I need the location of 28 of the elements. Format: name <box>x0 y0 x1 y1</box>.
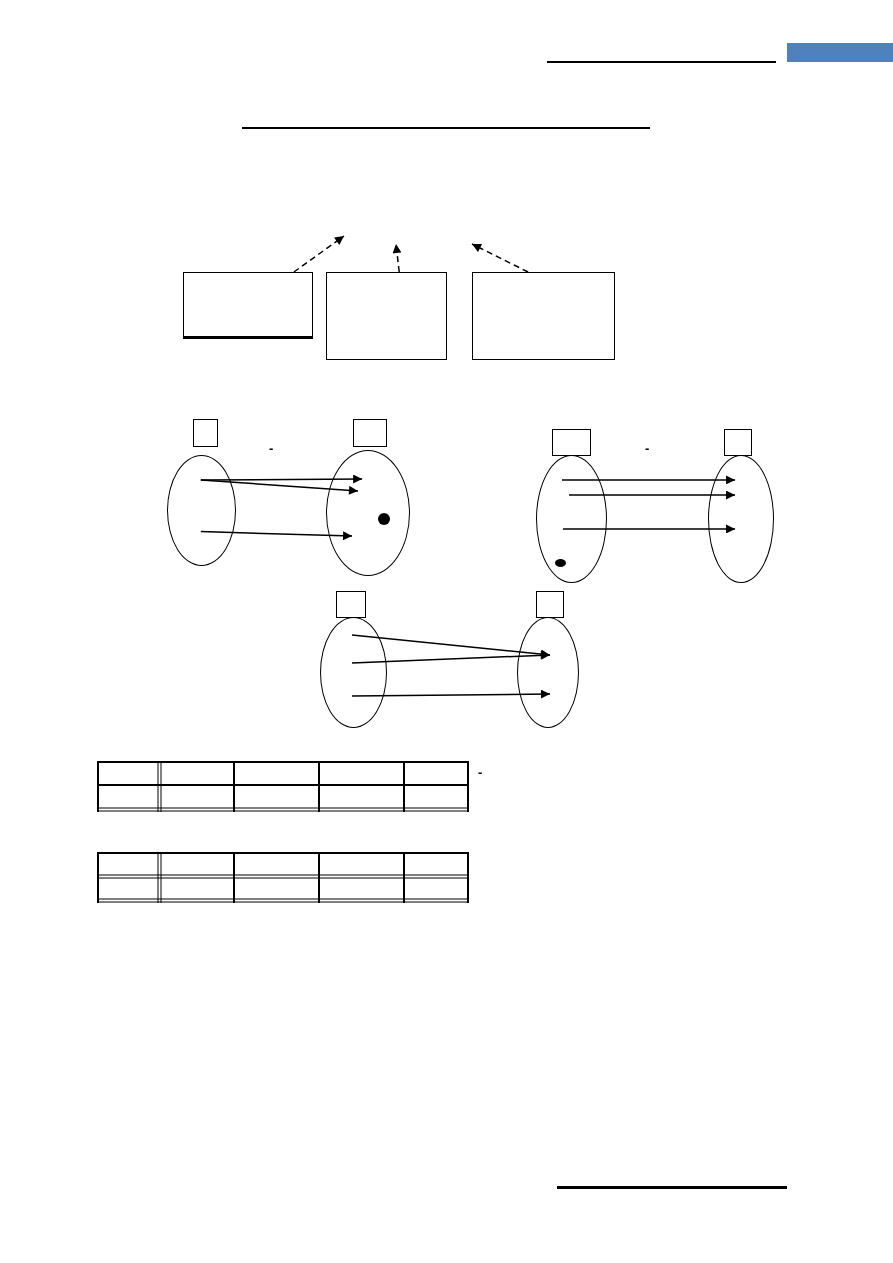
empty-box <box>326 272 447 360</box>
arrow <box>351 689 551 699</box>
dashed-arrow <box>471 243 529 273</box>
dash-text: - <box>645 441 650 456</box>
element-dot <box>554 558 566 567</box>
empty-box <box>472 272 615 360</box>
arrow <box>200 530 353 541</box>
dashed-arrow <box>392 243 402 273</box>
empty-box <box>552 429 591 456</box>
arrow <box>562 524 736 534</box>
empty-box <box>193 419 218 447</box>
dashed-arrow <box>293 235 345 273</box>
set-ellipse <box>167 455 236 566</box>
empty-box <box>724 429 752 456</box>
arrow <box>561 475 736 485</box>
set-ellipse <box>320 617 387 728</box>
empty-table <box>97 852 469 903</box>
empty-box <box>353 419 387 447</box>
empty-table <box>97 761 469 812</box>
empty-box <box>183 272 313 339</box>
arrow <box>568 490 736 500</box>
arrow <box>351 650 551 664</box>
empty-box <box>336 591 366 618</box>
dash-text: - <box>269 441 274 456</box>
element-dot <box>377 512 390 525</box>
arrow <box>200 479 359 495</box>
dash-text: - <box>478 765 483 780</box>
empty-box <box>536 591 564 618</box>
